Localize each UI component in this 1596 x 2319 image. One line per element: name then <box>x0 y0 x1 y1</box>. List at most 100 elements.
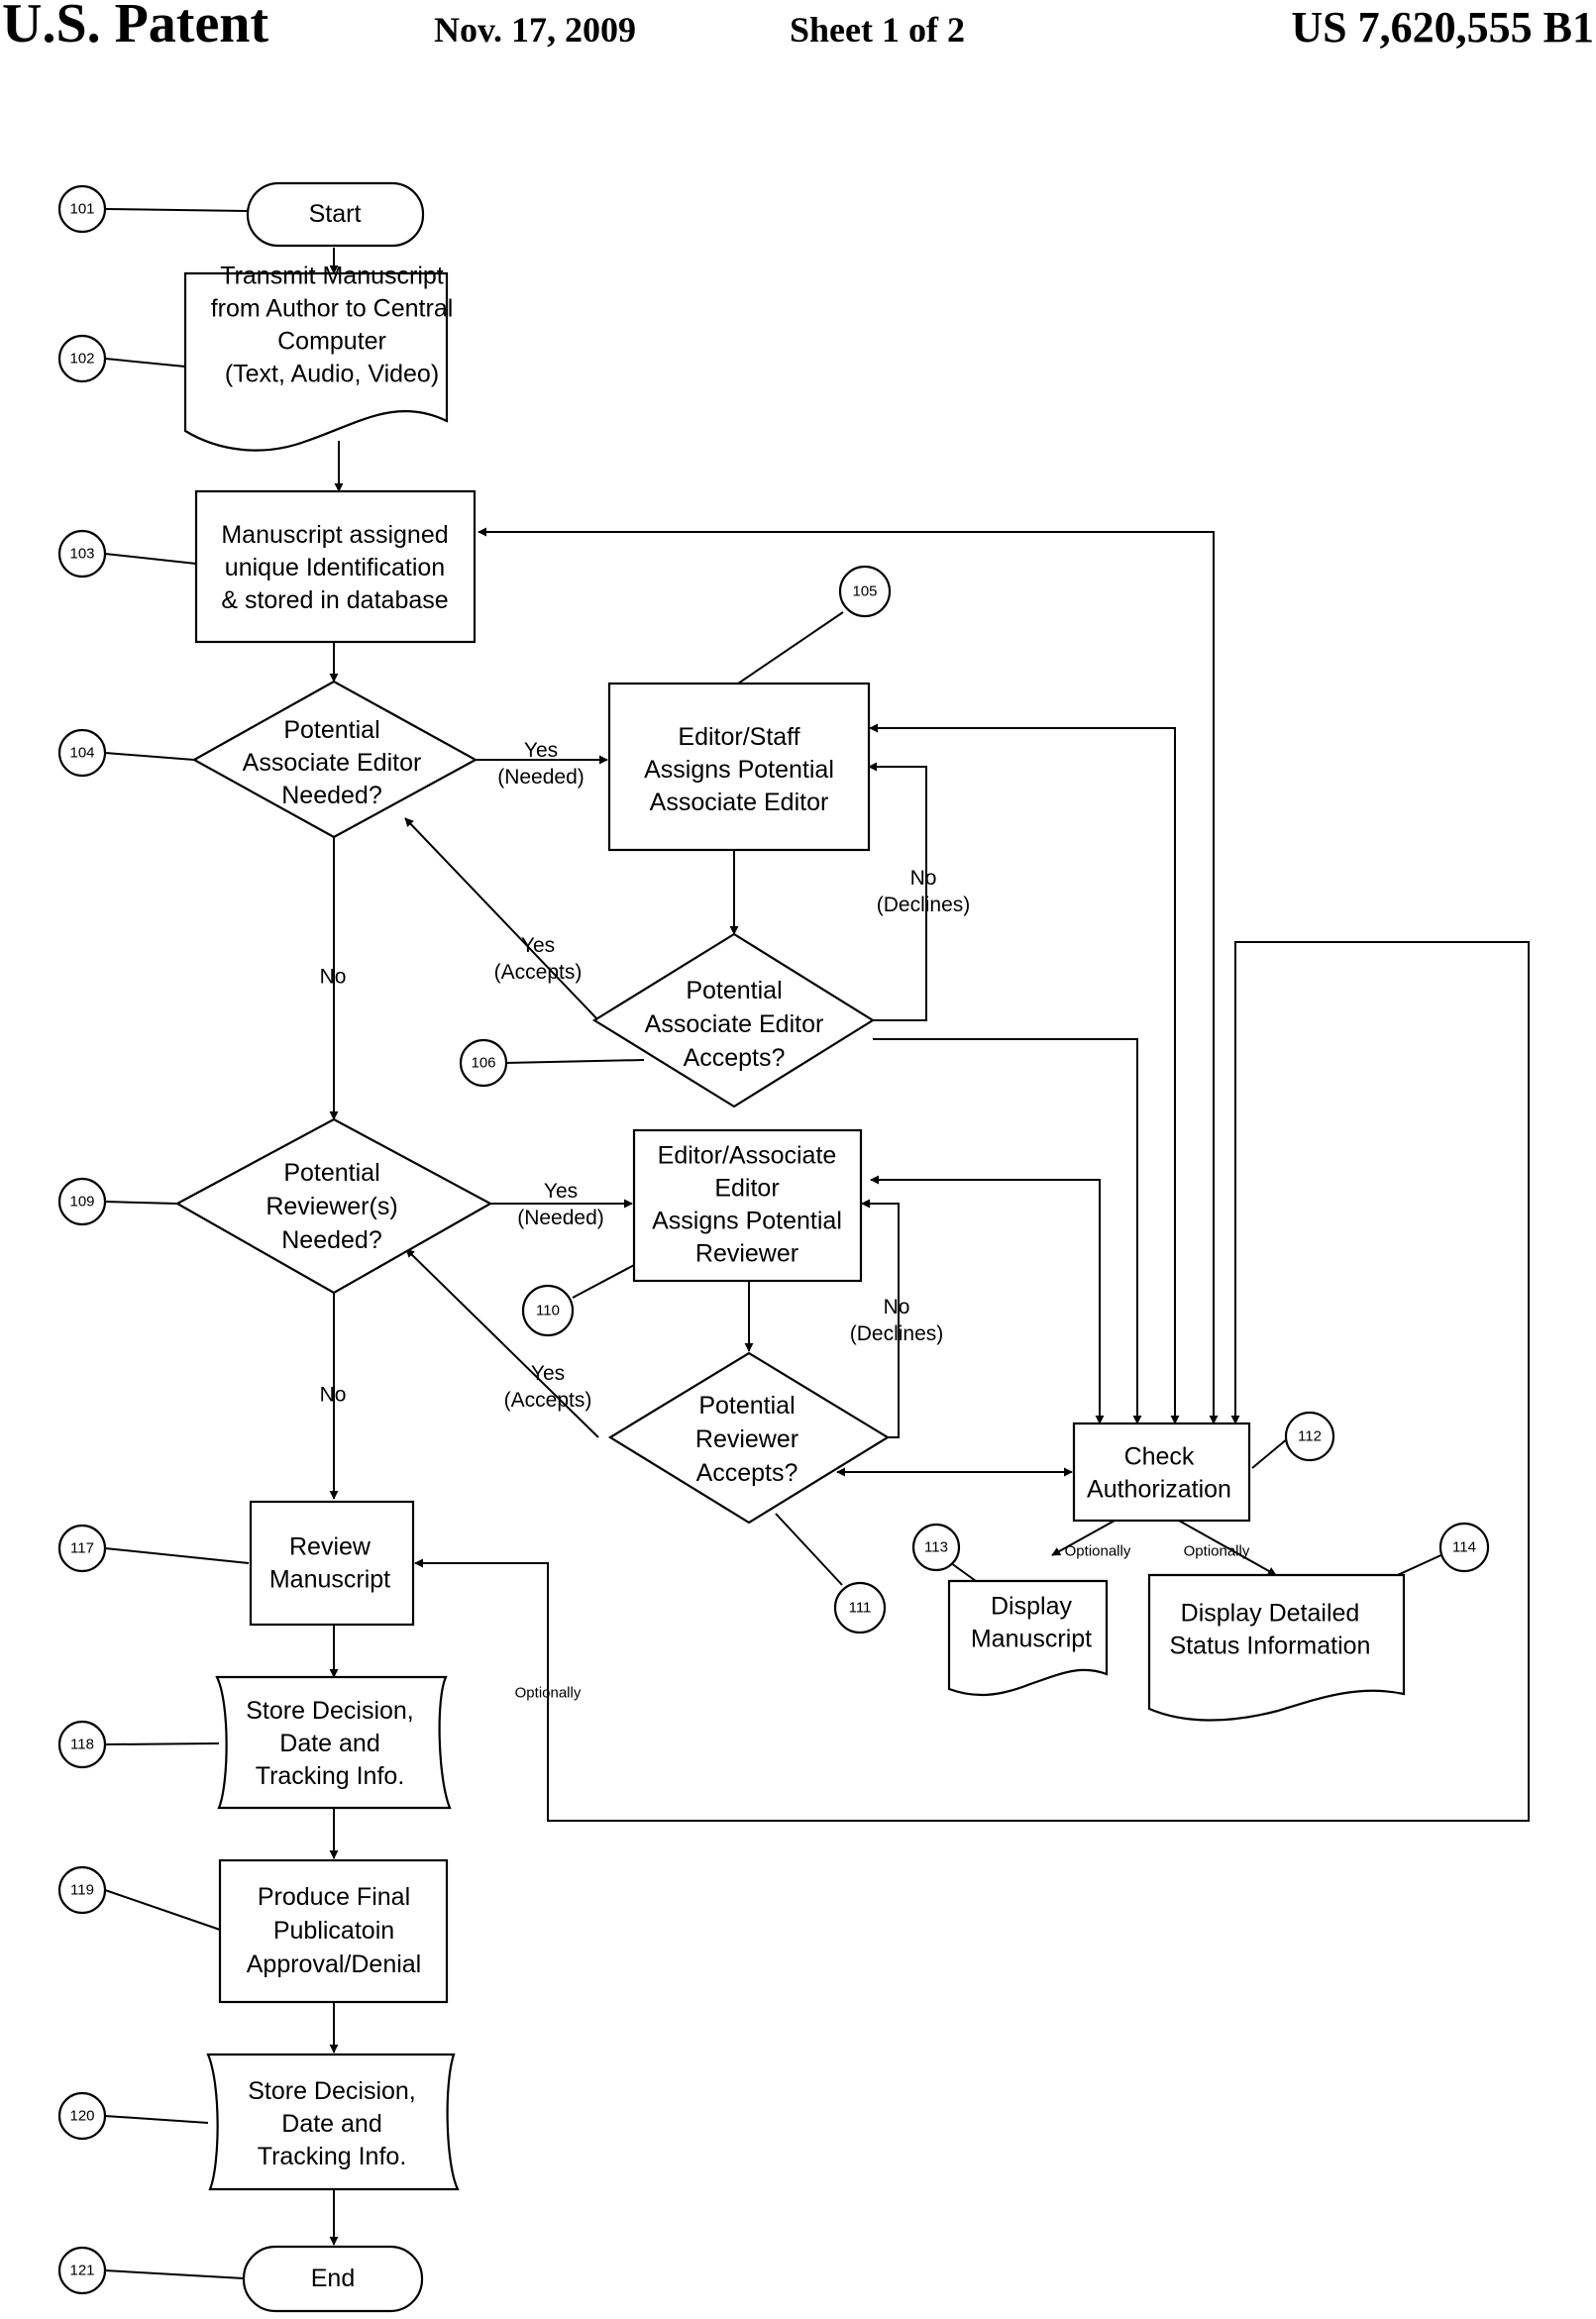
edge-label-113-optionally: Optionally <box>1065 1543 1131 1560</box>
process-shape-110 <box>632 1128 863 1283</box>
node-label-105-line: Associate Editor <box>650 789 829 816</box>
node-label-114-line: Display Detailed <box>1181 1600 1360 1628</box>
ref-circle-120 <box>57 2091 107 2141</box>
leader-112 <box>1251 1437 1289 1469</box>
patent-number: US 7,620,555 B1 <box>1291 3 1594 52</box>
node-label-109-line: Needed? <box>281 1226 381 1254</box>
node-label-start: Start <box>309 200 362 228</box>
leader-118 <box>104 1742 220 1745</box>
node-label-114-line: Status Information <box>1170 1633 1371 1660</box>
node-label-110-line: Reviewer <box>695 1240 798 1268</box>
edge-label-109-yes: Yes (Needed) <box>517 1180 604 1229</box>
node-label-104-line: Potential <box>283 716 379 744</box>
edge-111-110-declines <box>861 1199 900 1438</box>
decision-shape-111 <box>607 1351 891 1525</box>
edge-label-109-no: No <box>320 1384 347 1407</box>
edge-label-104-no: No <box>320 966 347 989</box>
edge-label-111-no-line: (Declines) <box>850 1322 944 1345</box>
node-label-120-line: Tracking Info. <box>258 2143 407 2170</box>
ref-number-109: 109 <box>69 1194 94 1211</box>
ref-number-104: 104 <box>69 745 94 762</box>
node-label-119-line: Produce Final <box>258 1883 410 1911</box>
ref-circle-118 <box>57 1720 107 1769</box>
edge-label-117-optionally-line: Optionally <box>515 1685 582 1702</box>
ref-number-114: 114 <box>1452 1539 1476 1556</box>
node-label-105-line: Assigns Potential <box>644 756 834 784</box>
edge-112-117 <box>414 941 1530 1822</box>
ref-circle-109 <box>57 1177 107 1226</box>
node-label-111-line: Potential <box>698 1392 795 1420</box>
node-label-118-line: Store Decision, <box>246 1697 414 1725</box>
process-shape-105 <box>607 682 871 852</box>
edge-label-111-no-line: No <box>884 1296 910 1318</box>
node-label-118-line: Tracking Info. <box>256 1762 405 1790</box>
edge-label-114-optionally-line: Optionally <box>1184 1543 1250 1560</box>
leader-109 <box>104 1201 178 1205</box>
ref-number-118: 118 <box>70 1737 94 1753</box>
ref-circle-102 <box>57 334 107 383</box>
terminator-start <box>246 181 425 248</box>
process-shape-103 <box>194 489 477 644</box>
ref-number-111: 111 <box>849 1600 872 1617</box>
leader-104 <box>104 752 195 761</box>
edge-label-109-yes-line: Yes <box>544 1180 578 1203</box>
leader-110 <box>572 1263 637 1299</box>
ref-circle-101 <box>57 184 107 234</box>
leader-111 <box>775 1513 843 1586</box>
ref-number-121: 121 <box>69 2263 94 2279</box>
node-label-118-line: Date and <box>279 1730 379 1757</box>
node-label-112-line: Check <box>1124 1443 1195 1471</box>
decision-shape-104 <box>191 680 479 839</box>
node-shapes <box>174 181 1406 2313</box>
node-label-120-line: Store Decision, <box>248 2077 416 2105</box>
node-label-117-line: Manuscript <box>269 1566 390 1594</box>
node-label-106-line: Accepts? <box>684 1044 786 1072</box>
ref-number-120: 120 <box>69 2108 94 2125</box>
node-label-106-line: Associate Editor <box>645 1010 824 1038</box>
process-shape-112 <box>1072 1422 1251 1523</box>
node-label-104-line: Associate Editor <box>243 749 422 777</box>
edge-label-111-yes-line: (Accepts) <box>504 1389 592 1412</box>
edge-112-106 <box>873 1038 1142 1424</box>
edge-label-104-yes-line: (Needed) <box>497 766 585 789</box>
ref-circle-119 <box>57 1865 107 1915</box>
ref-number-110: 110 <box>536 1303 560 1319</box>
node-label-102-line: from Author to Central <box>211 295 454 323</box>
ref-circle-113 <box>911 1523 961 1572</box>
edge-label-106-no: No(Declines) <box>877 867 971 916</box>
node-label-119-line: Publicatoin <box>273 1917 394 1945</box>
leader-102 <box>104 358 186 368</box>
edge-label-114-optionally: Optionally <box>1184 1543 1250 1560</box>
leader-113 <box>950 1562 977 1582</box>
node-label-103-line: Manuscript assigned <box>221 521 448 549</box>
node-label-end-line: End <box>311 2265 355 2292</box>
ref-number-119: 119 <box>70 1882 94 1899</box>
document-shape-114 <box>1147 1573 1406 1722</box>
leader-117 <box>104 1547 250 1564</box>
edge-label-109-yes-line: (Needed) <box>517 1207 604 1229</box>
edge-label-104-yes-line: Yes <box>524 739 558 762</box>
node-label-102-line: Computer <box>277 328 386 356</box>
sheet-number: Sheet 1 of 2 <box>790 10 965 50</box>
ref-number-105: 105 <box>852 583 877 600</box>
edge-label-111-yes-line: Yes <box>531 1362 565 1385</box>
node-label-113-line: Display <box>991 1593 1072 1621</box>
node-label-112-line: Authorization <box>1087 1476 1231 1504</box>
ref-number-103: 103 <box>69 546 94 563</box>
ref-number-106: 106 <box>471 1055 495 1072</box>
leader-119 <box>104 1889 221 1931</box>
leader-121 <box>104 2269 245 2279</box>
reference-markers <box>57 184 1490 2295</box>
leader-103 <box>104 553 197 565</box>
terminator-end <box>242 2245 424 2313</box>
ref-circle-111 <box>833 1581 887 1634</box>
ref-circle-106 <box>459 1038 508 1088</box>
process-shape-117 <box>249 1500 415 1627</box>
edge-label-104-yes: Yes (Needed) <box>497 739 585 789</box>
